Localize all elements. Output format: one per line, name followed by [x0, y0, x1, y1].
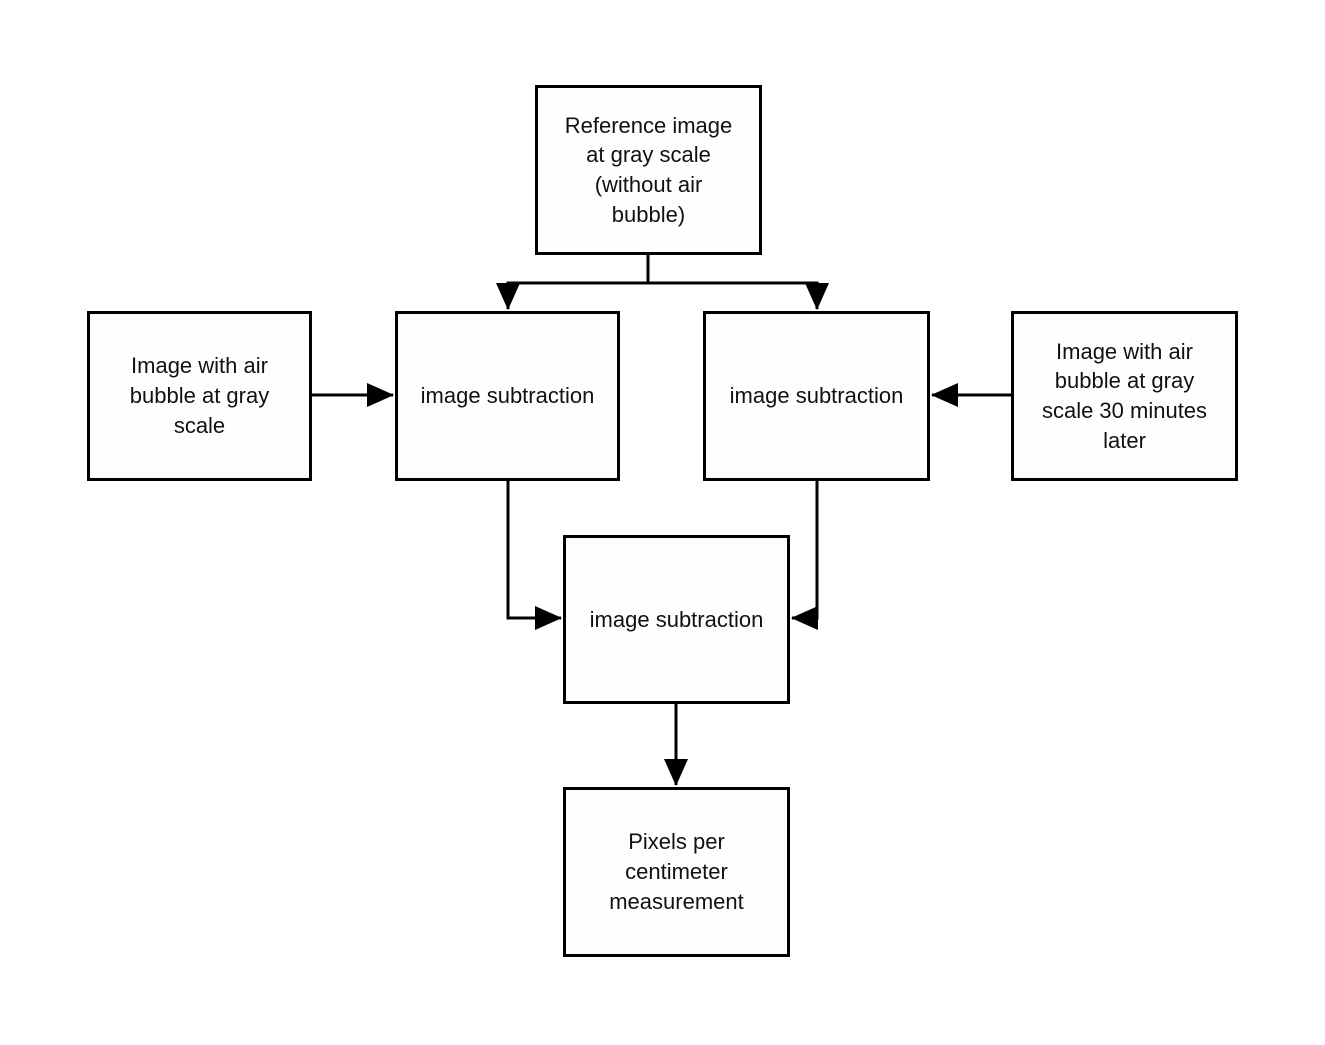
node-image-with-air-bubble-label: Image with air bubble at gray scale	[129, 353, 270, 438]
node-image-subtraction-final-label: image subtraction	[589, 606, 764, 632]
node-image-subtraction-left-label: image subtraction	[420, 383, 595, 409]
node-image-subtraction-final: image subtraction	[563, 535, 790, 704]
connector-subtraction-left-to-final	[506, 481, 562, 630]
node-image-subtraction-right-label: image subtraction	[729, 383, 904, 409]
node-reference-image: Reference image at gray scale (without a…	[535, 85, 762, 255]
node-image-with-air-bubble-30-minutes-later: Image with air bubble at gray scale 30 m…	[1011, 311, 1238, 481]
node-image-with-air-bubble: Image with air bubble at gray scale	[87, 311, 312, 481]
node-pixels-per-centimeter: Pixels per centimeter measurement	[563, 787, 790, 957]
node-image-subtraction-right: image subtraction	[703, 311, 930, 481]
node-reference-image-label: Reference image at gray scale (without a…	[564, 112, 733, 227]
connector-subtraction-right-to-final	[791, 481, 819, 630]
node-image-subtraction-left: image subtraction	[395, 311, 620, 481]
node-image-with-air-bubble-30-minutes-later-label: Image with air bubble at gray scale 30 m…	[1041, 338, 1208, 453]
node-pixels-per-centimeter-label: Pixels per centimeter measurement	[609, 829, 744, 914]
